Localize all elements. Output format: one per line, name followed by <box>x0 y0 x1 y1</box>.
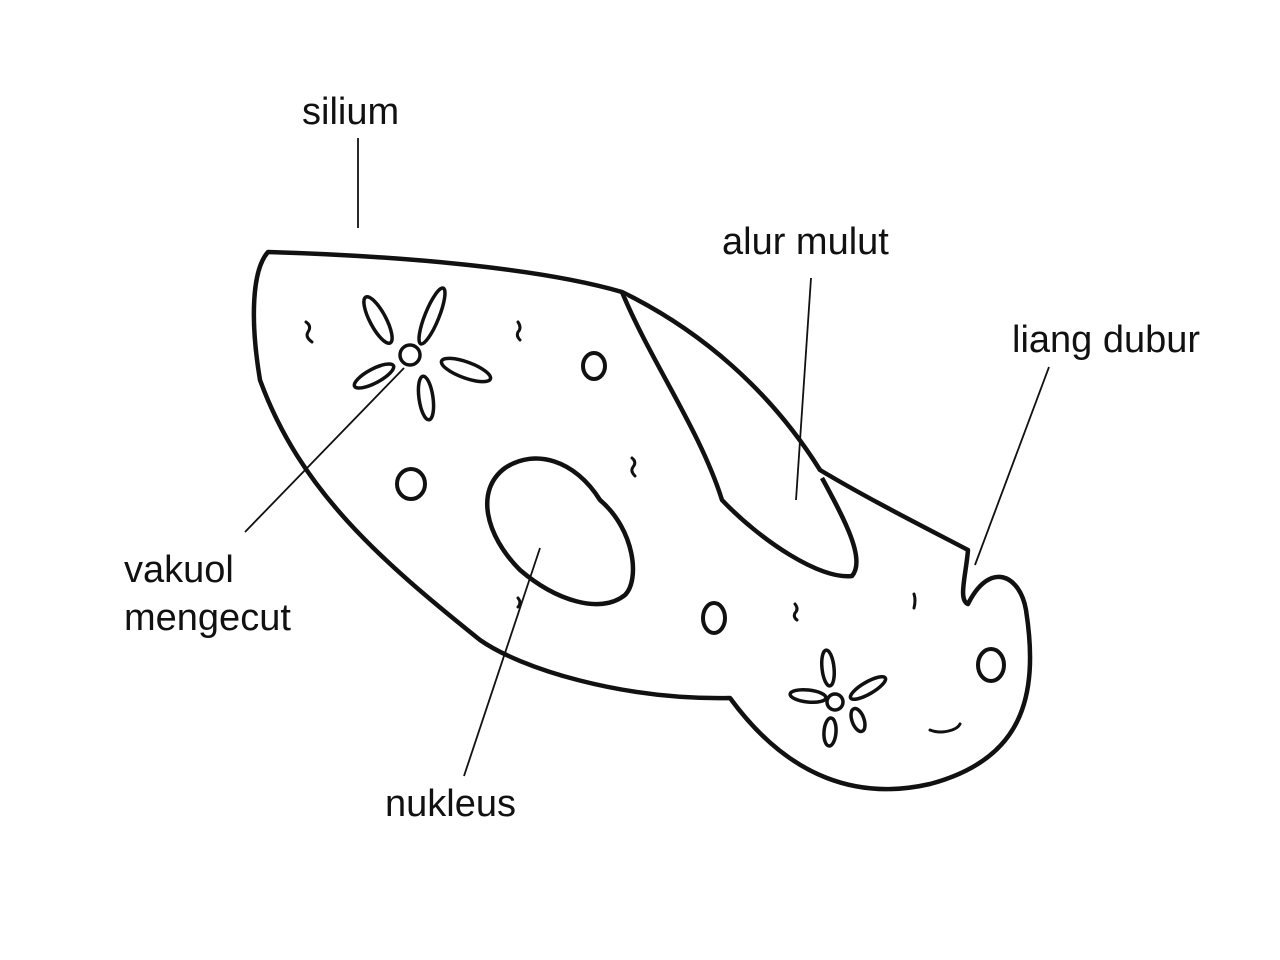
oral-groove <box>619 291 859 579</box>
contractile-vacuole-upper <box>352 286 493 422</box>
nucleus-shape <box>485 456 636 607</box>
contractile-vacuole-lower <box>788 648 888 748</box>
leader-lines <box>244 138 1050 777</box>
label-vakuol-mengecut: vakuol mengecut <box>124 546 364 642</box>
granules <box>304 320 962 734</box>
label-vakuol-line1: vakuol <box>124 549 234 591</box>
cell-body-outline <box>251 249 1033 792</box>
label-liang-dubur: liang dubur <box>1012 319 1201 361</box>
label-alur-mulut: alur mulut <box>722 221 889 263</box>
label-vakuol-line2: mengecut <box>124 597 291 639</box>
food-vacuoles <box>395 351 1006 683</box>
label-silium: silium <box>302 91 400 133</box>
label-nukleus: nukleus <box>385 783 516 825</box>
